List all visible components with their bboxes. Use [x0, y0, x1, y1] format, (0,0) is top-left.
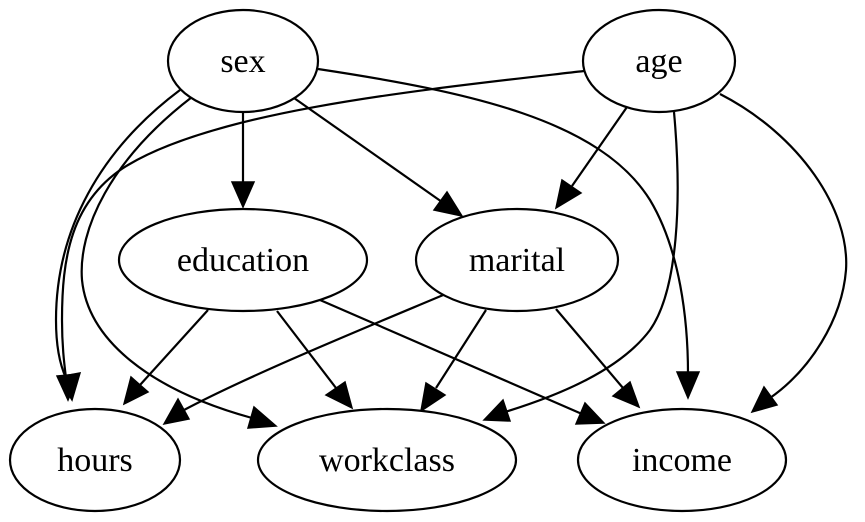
edge-sex-income-arrowhead	[675, 371, 701, 400]
node-marital-label: marital	[469, 242, 565, 279]
edge-education-workclass-arrowhead	[324, 380, 354, 410]
edge-education-workclass	[276, 310, 354, 410]
node-education-ellipse	[117, 207, 369, 313]
edge-marital-hours-arrowhead	[162, 397, 191, 426]
edge-marital-hours-line	[183, 291, 449, 411]
edge-sex-marital	[293, 97, 464, 218]
node-sex-label: sex	[220, 43, 265, 80]
edge-marital-workclass-arrowhead	[419, 381, 447, 413]
node-income: income	[576, 407, 788, 513]
node-age-label: age	[635, 43, 682, 80]
edge-sex-marital-line	[293, 97, 443, 203]
edge-age-hours-line	[60, 69, 585, 379]
edge-sex-workclass	[80, 96, 278, 429]
edge-marital-income-line	[555, 308, 624, 389]
node-marital-ellipse	[414, 207, 620, 313]
node-age: age	[581, 8, 737, 114]
node-marital: marital	[414, 207, 620, 313]
edge-age-workclass-arrowhead	[482, 398, 512, 422]
edge-education-workclass-line	[276, 310, 337, 389]
node-education: education	[117, 207, 369, 313]
edge-age-hours	[55, 69, 585, 402]
edge-sex-education	[230, 112, 256, 209]
edge-marital-workclass	[419, 309, 487, 413]
edge-sex-hours-line	[54, 89, 181, 379]
edge-marital-hours	[162, 291, 449, 426]
edge-sex-workclass-line	[80, 96, 253, 420]
edge-age-workclass-line	[504, 111, 679, 414]
node-workclass-label: workclass	[319, 442, 455, 479]
edge-sex-workclass-arrowhead	[246, 405, 278, 429]
edge-age-marital	[554, 106, 628, 210]
node-education-label: education	[177, 242, 309, 279]
edge-age-hours-arrowhead	[55, 373, 81, 402]
node-hours: hours	[8, 407, 182, 513]
node-income-label: income	[632, 442, 732, 479]
node-workclass: workclass	[256, 407, 518, 513]
edge-education-hours	[122, 309, 209, 406]
node-hours-ellipse	[8, 407, 182, 513]
node-workclass-ellipse	[256, 407, 518, 513]
edge-sex-education-arrowhead	[230, 181, 256, 209]
edge-marital-income	[555, 308, 641, 409]
edge-age-workclass	[482, 111, 679, 422]
edge-marital-workclass-line	[435, 309, 487, 389]
node-income-ellipse	[576, 407, 788, 513]
nodes: sex age education marital hours workclas…	[8, 8, 788, 513]
edge-education-hours-arrowhead	[122, 375, 150, 406]
edge-education-income-arrowhead	[574, 401, 606, 425]
node-sex-ellipse	[166, 8, 320, 114]
edge-education-hours-line	[139, 309, 209, 386]
edge-age-income-arrowhead	[750, 385, 779, 414]
edge-age-marital-line	[571, 106, 628, 187]
edge-education-income-line	[319, 298, 583, 416]
edge-marital-income-arrowhead	[611, 380, 641, 409]
node-hours-label: hours	[57, 442, 133, 479]
node-sex: sex	[166, 8, 320, 114]
edge-education-income	[319, 298, 606, 425]
node-age-ellipse	[581, 8, 737, 114]
edge-age-income	[719, 93, 848, 414]
edge-age-income-line	[719, 93, 848, 399]
edge-age-marital-arrowhead	[554, 178, 583, 210]
edges	[54, 67, 848, 429]
edge-sex-marital-arrowhead	[432, 190, 464, 218]
